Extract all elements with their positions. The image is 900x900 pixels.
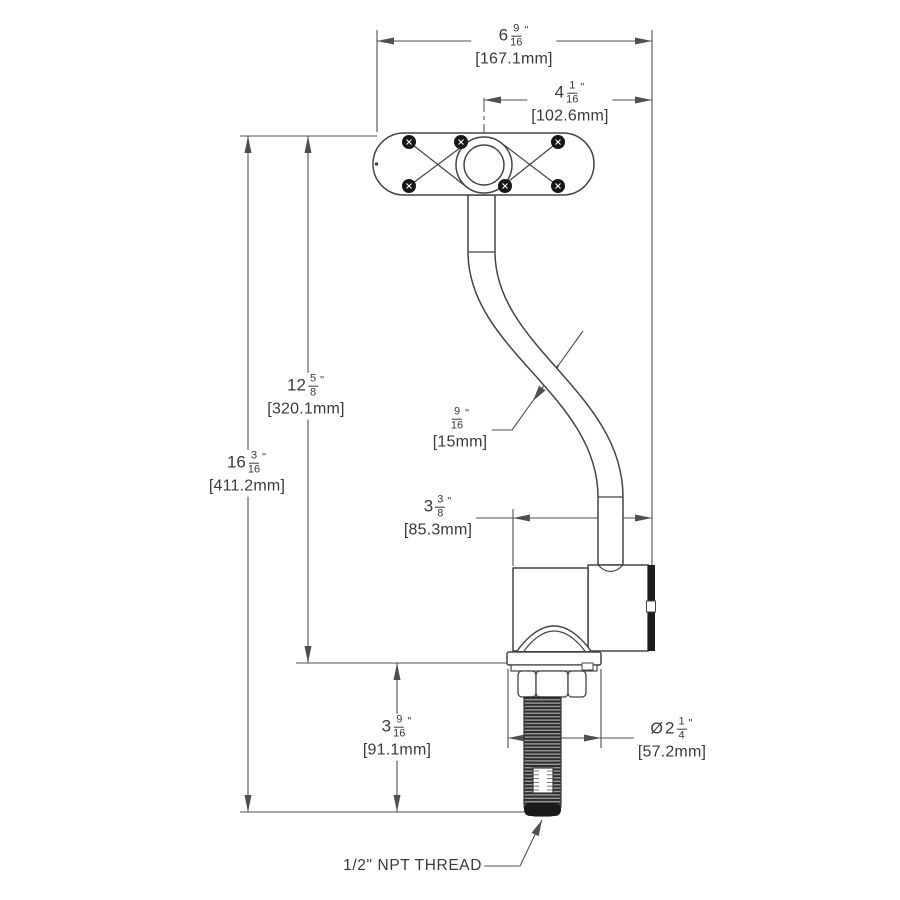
dim-whole: 12 [287,375,306,395]
dim-mm-value: [85.3mm] [403,521,473,539]
arrow-down [393,795,401,812]
inch-mark: " [262,452,268,465]
dim-mm-value: [167.1mm] [475,50,553,68]
threaded-shank [523,696,562,817]
dim-deck-to-plate: 12 5 8 " [320.1mm] [263,372,349,420]
dim-whole: 3 [381,716,392,736]
hub-inner-circle [463,144,505,186]
dim-mm-value: [15mm] [432,433,488,451]
shank-tip [524,803,561,816]
arrow-down [244,795,252,812]
mounting-hardware [506,651,602,817]
arrow-right [635,96,652,104]
arrow-down [304,646,312,663]
arrow-right [584,734,601,742]
dim-inches-value: 3 9 16 " [381,713,413,740]
plate-screws [402,135,565,193]
arrow-npt [531,820,542,837]
screw-icon [551,179,565,193]
arrow-left [508,734,525,742]
dim-whole: 2 [664,718,675,738]
arrow-right [635,37,652,45]
mounting-plate [372,132,595,196]
dim-fraction: 9 16 [393,713,406,740]
dim-deck-to-thread-end: 3 9 16 " [91.1mm] [358,713,436,761]
dim-inches-value: 4 1 16 " [554,79,586,106]
screw-icon [402,135,416,149]
washer-tab [581,662,594,671]
arrow-left [377,37,394,45]
dim-fraction: 3 16 [247,449,261,476]
arrow-tube-lower [533,385,546,401]
leader-npt-thread [484,819,543,867]
dim-inches-value: 12 5 8 " [287,372,325,399]
dim-flange-diameter: Ø 2 1 4 " [57.2mm] [633,715,711,763]
plate-quadrant-mark [374,162,379,166]
arrow-up [244,136,252,153]
valve-body [512,564,656,652]
body-dome-outer [516,625,592,652]
thread-window-serrations [533,770,553,791]
dim-mm-value: [320.1mm] [267,400,345,418]
dim-inches-value: 9 16 " [450,405,471,432]
dim-inches-value: Ø 2 1 4 " [650,715,694,742]
dim-mm-value: [411.2mm] [208,477,286,495]
dim-inches-value: 3 3 8 " [423,493,453,520]
arrow-right [635,514,652,522]
inch-mark: " [688,718,694,731]
arrow-up [304,136,312,153]
body-right-section [587,564,649,652]
shank-threads [523,696,562,817]
inch-mark: " [407,716,413,729]
tube-entry-fillet [597,564,624,573]
dim-whole: 16 [226,452,246,472]
inch-mark: " [447,496,453,509]
dim-fraction: 1 4 [676,715,687,742]
dim-center-to-edge: 4 1 16 " [102.6mm] [527,79,613,127]
screw-icon [551,135,565,149]
dim-whole: 6 [498,25,509,45]
screw-icon [498,179,512,193]
dim-overall-width: 6 9 16 " [167.1mm] [471,22,557,70]
inch-mark: " [320,375,325,388]
screw-icon [402,179,416,193]
dimension-arrows [244,37,652,837]
dim-tube-diameter: 9 16 " [15mm] [428,405,492,453]
arrow-up [393,663,401,680]
dim-fraction: 9 16 [510,22,523,49]
dim-body-width: 3 3 8 " [85.3mm] [399,493,477,541]
inch-mark: " [465,408,471,421]
inch-mark: " [580,82,586,95]
screw-icon [454,135,468,149]
dim-mm-value: [57.2mm] [637,743,707,761]
dim-inches-value: 6 9 16 " [498,22,530,49]
arrow-left [513,514,530,522]
thread-window [532,767,554,794]
dim-mm-value: [91.1mm] [362,741,432,759]
npt-thread-note: 1/2" NPT THREAD [341,856,484,876]
body-end-notch [646,600,656,613]
dim-fraction: 1 16 [566,79,579,106]
dim-fraction: 3 8 [435,493,446,520]
dim-mm-value: [102.6mm] [531,107,609,125]
hex-nut [517,670,587,698]
inch-mark: " [524,25,530,38]
dim-fraction: 9 16 [450,405,464,432]
tube-outline [467,194,624,566]
dim-inches-value: 16 3 16 " [226,449,268,476]
diameter-symbol: Ø [650,720,663,738]
arrow-left [484,96,501,104]
dim-overall-height: 16 3 16 " [411.2mm] [204,449,290,497]
plate-web-lines [408,141,559,187]
supply-tube [467,194,624,566]
body-dome-inner [523,630,586,652]
dim-whole: 4 [554,82,565,102]
dim-fraction: 5 8 [307,372,319,399]
dim-whole: 3 [423,496,434,516]
